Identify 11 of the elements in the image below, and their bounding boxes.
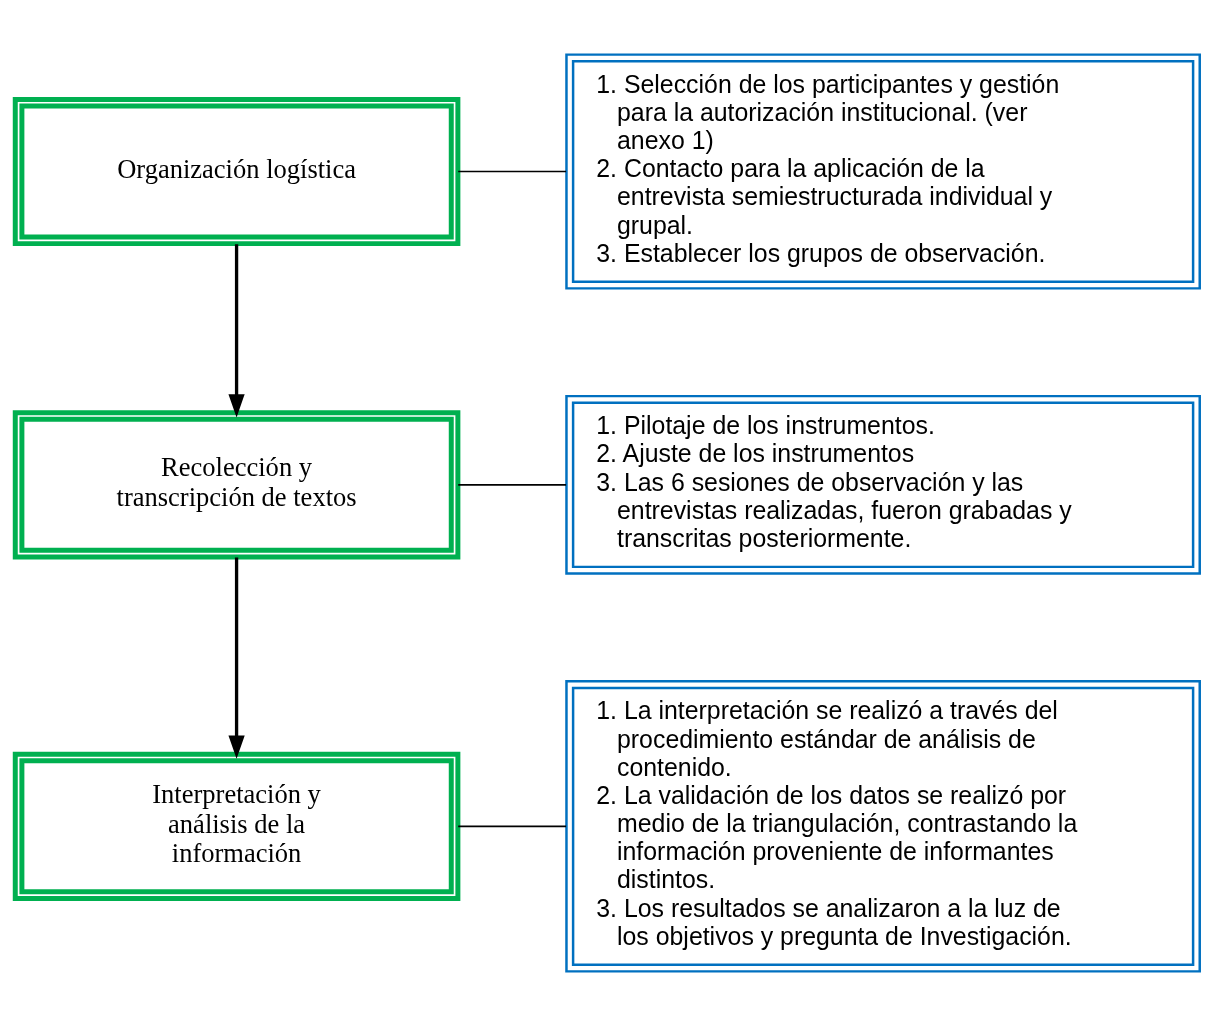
arrow xyxy=(228,557,245,759)
arrow xyxy=(228,244,245,418)
node-box: Recolección y transcripción de textos xyxy=(12,410,461,560)
connector xyxy=(457,484,567,486)
connector xyxy=(457,825,567,828)
node-box: 1. Pilotaje de los instrumentos. 2. Ajuste de los instrumentos 3. Las 6 sesiones de observación y las entrevistas realizadas, fueron grabadas y transcritas posteriormente. xyxy=(565,394,1201,575)
connector xyxy=(457,170,567,173)
node-box: 1. La interpretación se realizó a través del procedimiento estándar de análisis de contenido. 2. La validación de los datos se realizó por medio de la triangulación, contrastando la información proveniente de informantes distintos. 3. Los resultados se analizaron a la luz de los objetivos y pregunta de Investigación. xyxy=(565,680,1201,973)
node-box: Organización logística xyxy=(12,96,461,247)
node-box: Interpretación y análisis de la información xyxy=(12,751,461,901)
node-box: 1. Selección de los participantes y gestión para la autorización institucional. (ver anexo 1) 2. Contacto para la aplicación de la entrevista semiestructurada individual y grupal. 3. Establecer los grupos de observación. xyxy=(565,53,1201,290)
